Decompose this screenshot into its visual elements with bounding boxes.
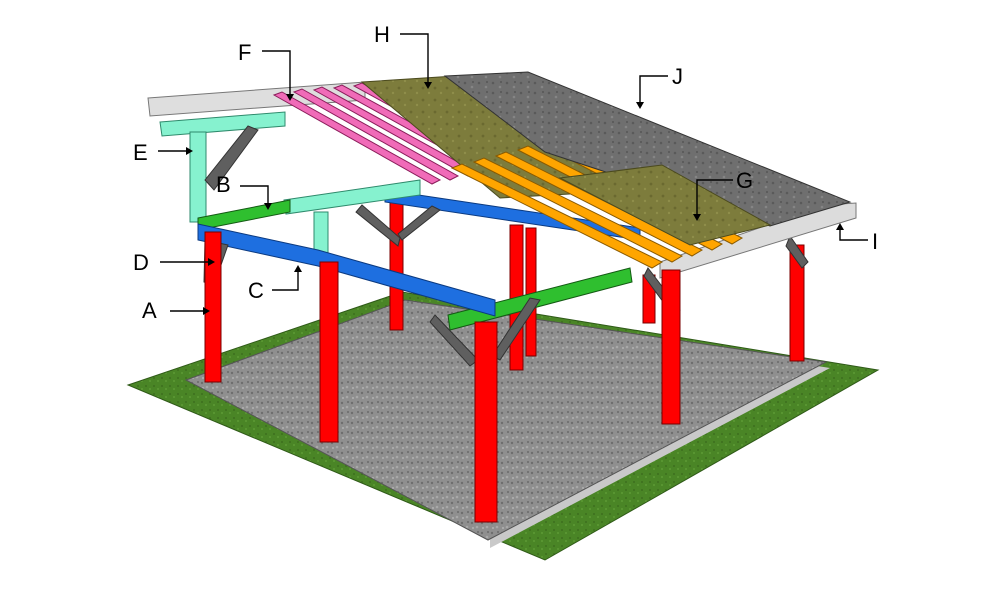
post-right-back: [789, 244, 805, 362]
post-front-right: [661, 269, 681, 425]
king-post-mint-left: [189, 131, 207, 223]
label-h: H: [374, 22, 390, 47]
brace-front-1: [429, 314, 479, 367]
brace-back-1: [355, 204, 401, 247]
rafter-pink: [272, 91, 442, 185]
rafter-orange: [450, 163, 664, 269]
label-a: A: [142, 298, 157, 323]
rafter-orange: [472, 157, 684, 263]
post-front-left: [204, 231, 222, 383]
beam-green-left: [197, 199, 291, 231]
top-plate-mint: [159, 111, 286, 137]
label-c: C: [248, 278, 264, 303]
rafter-pink: [292, 88, 460, 181]
front-beam-blue: [197, 223, 496, 317]
callout-c: C: [248, 265, 302, 303]
label-f: F: [238, 40, 251, 65]
post-front-mid: [319, 261, 339, 443]
post-back-center-2: [525, 227, 537, 357]
label-g: G: [736, 168, 753, 193]
callout-h: H: [374, 22, 432, 89]
brace-back-2: [397, 205, 441, 241]
post-back-left: [389, 197, 404, 331]
callout-f: F: [238, 40, 294, 101]
label-j: J: [672, 64, 683, 89]
post-front-corner: [474, 321, 498, 523]
rafter-orange: [494, 151, 704, 257]
callout-j: J: [636, 64, 683, 109]
front-posts: [204, 231, 681, 523]
label-i: I: [872, 229, 878, 254]
brace-right-back: [785, 234, 809, 269]
callouts: A B C D E F G: [133, 22, 878, 323]
label-b: B: [216, 172, 231, 197]
roof: [147, 71, 857, 279]
label-e: E: [133, 140, 148, 165]
callout-g: G: [693, 168, 753, 221]
label-d: D: [133, 250, 149, 275]
ground: [126, 291, 880, 561]
callout-i: I: [836, 223, 878, 254]
callout-e: E: [133, 140, 193, 165]
callout-d: D: [133, 250, 215, 275]
roof-sheathing-lower: [558, 164, 772, 246]
side-frame-mint: [159, 111, 421, 257]
callout-a: A: [142, 298, 210, 323]
callout-b: B: [216, 172, 272, 210]
roof-shingles: [443, 71, 852, 227]
brace-mint-gray: [204, 125, 259, 191]
